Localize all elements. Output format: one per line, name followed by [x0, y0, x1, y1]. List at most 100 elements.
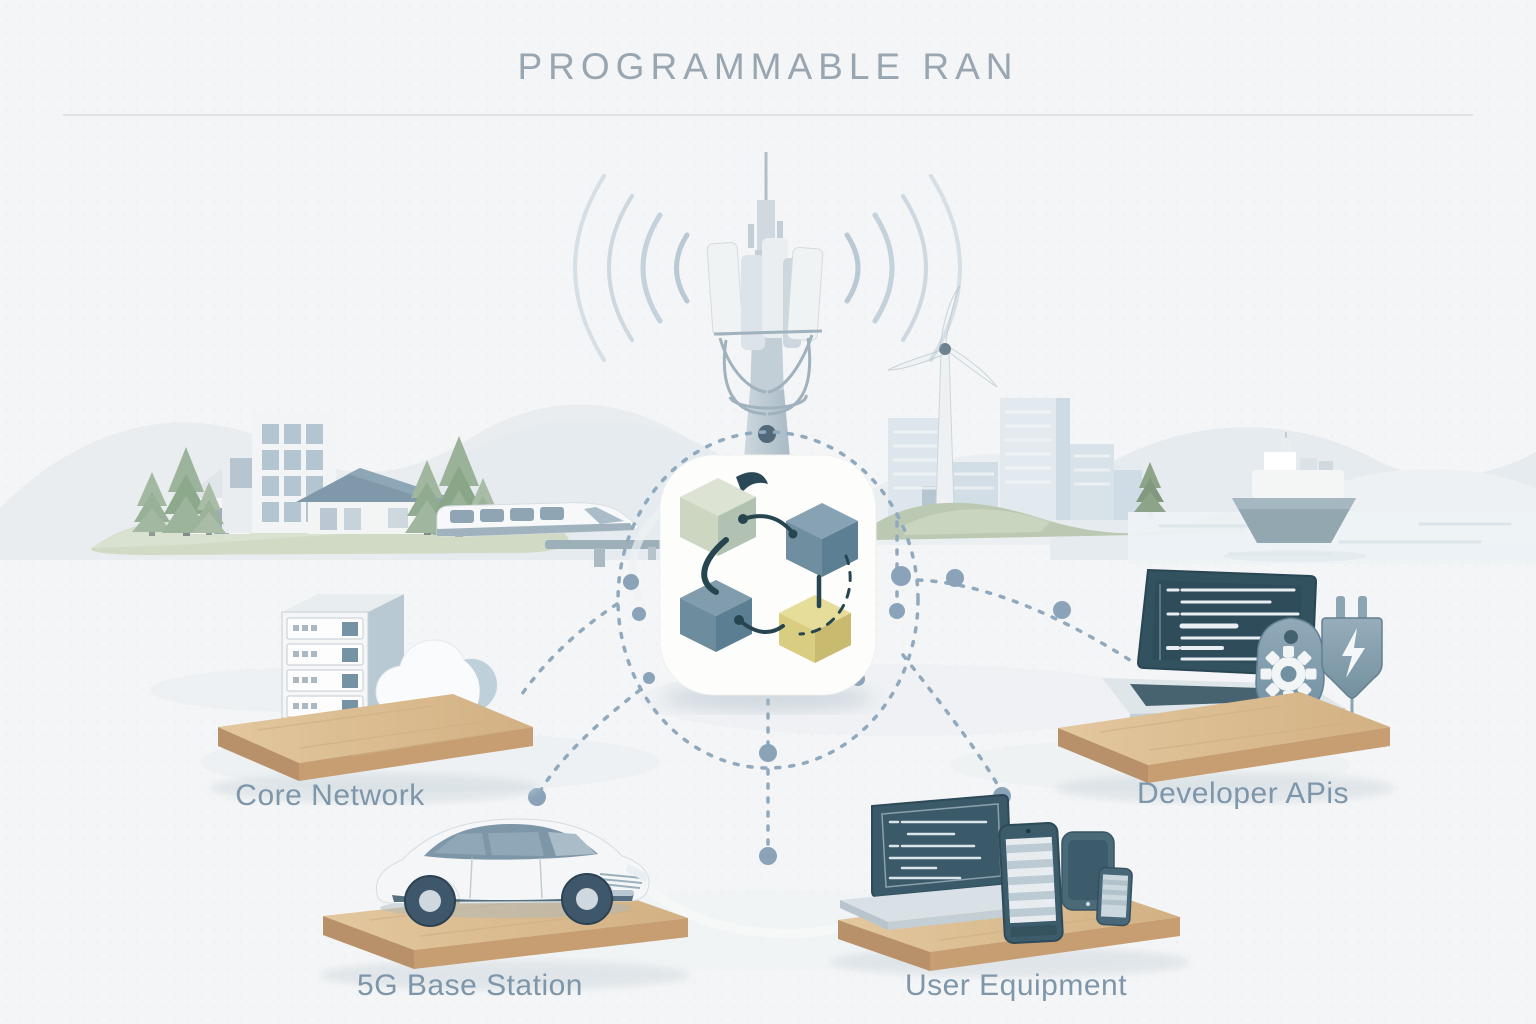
cube-icon — [680, 478, 756, 556]
ran-hub-card — [659, 454, 877, 712]
label-base-station: 5G Base Station — [357, 969, 583, 1002]
laptop-base-side — [840, 900, 888, 930]
cell-tower — [573, 152, 962, 470]
connection-developer-apis — [916, 578, 1138, 666]
train-icon — [436, 502, 661, 567]
landscape — [0, 285, 1536, 567]
office-building — [222, 413, 336, 533]
tablet-camera — [1026, 828, 1031, 834]
lightning-bolt-icon — [1342, 628, 1365, 678]
connection-dot — [643, 672, 655, 684]
label-user-equipment: User Equipment — [904, 969, 1128, 1002]
house-window — [344, 508, 361, 530]
antenna-panel — [762, 238, 788, 338]
building-windows — [262, 424, 323, 522]
ship-deckhouse — [1252, 470, 1344, 498]
wood-grain — [257, 705, 513, 757]
train-underbody — [437, 523, 634, 536]
cube-icon — [779, 595, 851, 663]
antenna-panels — [706, 221, 824, 350]
platform-core-network — [210, 594, 540, 803]
wheel-hub — [576, 888, 598, 910]
modular-cubes-icon — [680, 472, 858, 663]
dashed-connections — [520, 430, 1138, 855]
label-core-network: Core Network — [235, 779, 425, 812]
house-window — [388, 508, 408, 528]
turbine-hub — [939, 343, 951, 355]
connection-branch — [901, 653, 1004, 795]
server-top — [282, 594, 404, 612]
pine-tree — [192, 482, 226, 535]
cube-icon — [680, 580, 752, 652]
connection-dot — [528, 788, 546, 806]
connection-dot — [623, 574, 639, 590]
board-side — [218, 727, 299, 781]
platform-user-equipment — [830, 793, 1190, 977]
wooden-board — [1058, 692, 1390, 783]
wheel-hub — [419, 890, 441, 912]
platform-shadow — [210, 773, 540, 803]
connection-dot — [1053, 601, 1071, 619]
ship-container — [1300, 458, 1317, 471]
car-wheels — [404, 873, 613, 927]
platform-shadow — [1055, 773, 1395, 803]
connection-dots — [528, 566, 1071, 865]
connection-base-station — [537, 688, 642, 795]
rail-beam — [545, 540, 661, 549]
connection-dot — [889, 603, 905, 619]
ship-hull-top — [1232, 498, 1356, 509]
board-top — [218, 694, 533, 763]
page-title: PROGRAMMABLE RAN — [517, 46, 1019, 87]
board-front — [299, 727, 533, 781]
rail-post — [648, 547, 656, 560]
rail-post — [594, 548, 605, 567]
smartphone-icon — [1096, 866, 1133, 927]
phone-screen-bars — [1101, 879, 1128, 906]
car-window — [488, 832, 544, 856]
badge-hole — [1284, 630, 1298, 644]
turbine-pole — [935, 351, 955, 509]
power-plug-icon — [1321, 596, 1383, 738]
plug-prong — [1358, 596, 1367, 622]
label-developer-apis: Developer APis — [1136, 777, 1350, 810]
ship-icon — [1232, 432, 1356, 543]
pine-tree — [132, 472, 172, 536]
antenna-panel — [786, 246, 824, 342]
title-divider — [63, 114, 1473, 116]
tower-light — [758, 425, 776, 443]
connection-dot — [759, 744, 777, 762]
ship-hull — [1232, 498, 1356, 543]
gear-icon — [1260, 646, 1317, 702]
dashed-ring — [616, 430, 920, 770]
connector-hook — [736, 472, 768, 493]
tablet-bottom-strip — [1010, 924, 1057, 938]
car-window — [434, 833, 486, 855]
window-stripes — [893, 410, 1110, 490]
platform-base-station — [320, 818, 690, 990]
cube-connectors — [701, 514, 852, 636]
connection-core-network — [520, 602, 619, 696]
car-headlight — [626, 864, 648, 882]
train-windshield — [584, 507, 624, 524]
city-skyline — [888, 398, 1142, 520]
board-front — [930, 917, 1180, 971]
board-side — [323, 916, 414, 969]
platform-developer-apis — [1055, 568, 1395, 803]
turbine-blade — [939, 285, 961, 350]
ship-reflection — [1223, 550, 1367, 562]
car-windshield — [548, 832, 596, 856]
green-hill-light — [900, 509, 1050, 535]
connection-dot — [946, 569, 964, 587]
wooden-board — [218, 694, 533, 781]
tower-bracing — [713, 329, 823, 416]
screen-list-lines — [888, 820, 988, 880]
ship-container — [1319, 461, 1333, 471]
connection-dot — [759, 847, 777, 865]
building-window — [230, 458, 252, 488]
tablet-icon — [998, 822, 1064, 944]
skyscraper-side — [1056, 398, 1070, 520]
antenna-panel — [706, 241, 744, 337]
plug-prong — [1336, 596, 1345, 622]
